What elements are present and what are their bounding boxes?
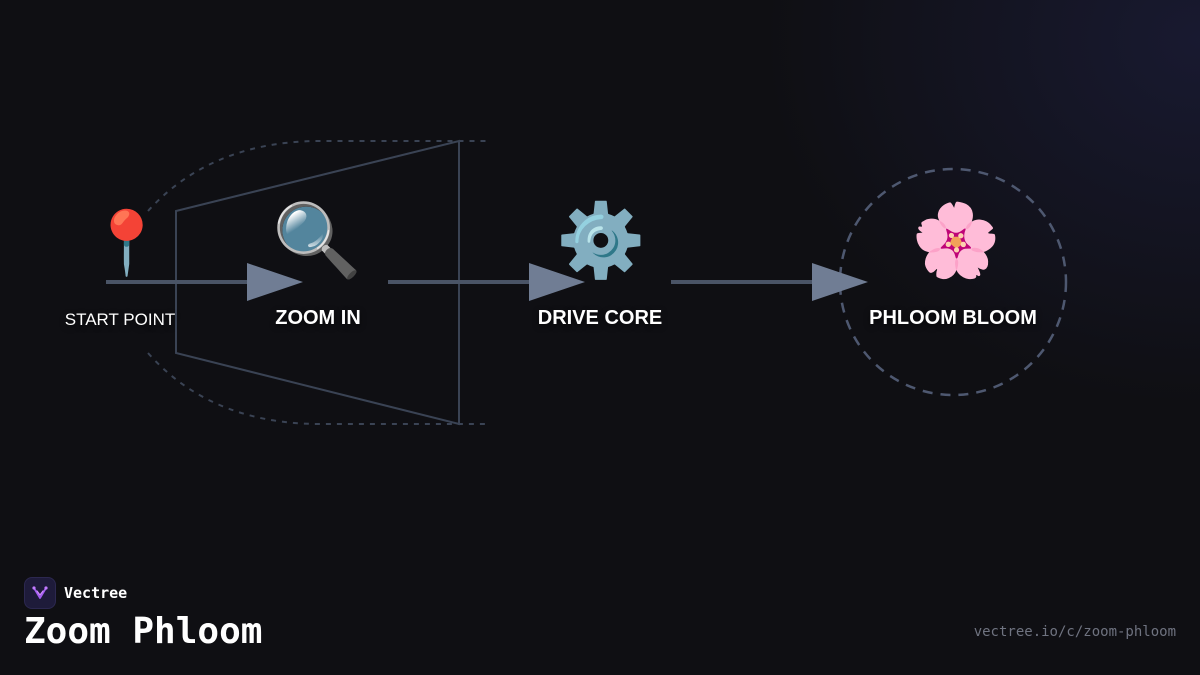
- round-pushpin-icon: 📍: [88, 206, 166, 279]
- page-title: Zoom Phloom: [24, 611, 263, 652]
- node-label-bloom: PHLOOM BLOOM: [869, 307, 1037, 329]
- connector-drive-bloom: [671, 263, 868, 301]
- node-label-start: START POINT: [64, 310, 176, 329]
- cherry-blossom-icon: 🌸: [911, 198, 1001, 282]
- node-label-drive: DRIVE CORE: [537, 307, 663, 329]
- zoom-frustum: [147, 139, 488, 426]
- gear-icon: ⚙️: [556, 198, 646, 282]
- connector-zoom-drive: [388, 263, 585, 301]
- bloom-dashed-circle: [838, 167, 1068, 397]
- frustum-dashed-arc: [147, 140, 488, 425]
- connector-start-zoom: [106, 263, 303, 301]
- footer-url-link[interactable]: vectree.io/c/zoom-phloom: [973, 624, 1176, 640]
- vectree-logo-icon: [24, 577, 56, 609]
- brand[interactable]: Vectree: [24, 577, 127, 609]
- magnifying-glass-icon: 🔍: [272, 198, 362, 282]
- arrow-head: [529, 263, 585, 301]
- arrow-head: [247, 263, 303, 301]
- arrow-head: [812, 263, 868, 301]
- brand-name: Vectree: [64, 584, 128, 602]
- node-label-zoom: ZOOM IN: [275, 307, 361, 329]
